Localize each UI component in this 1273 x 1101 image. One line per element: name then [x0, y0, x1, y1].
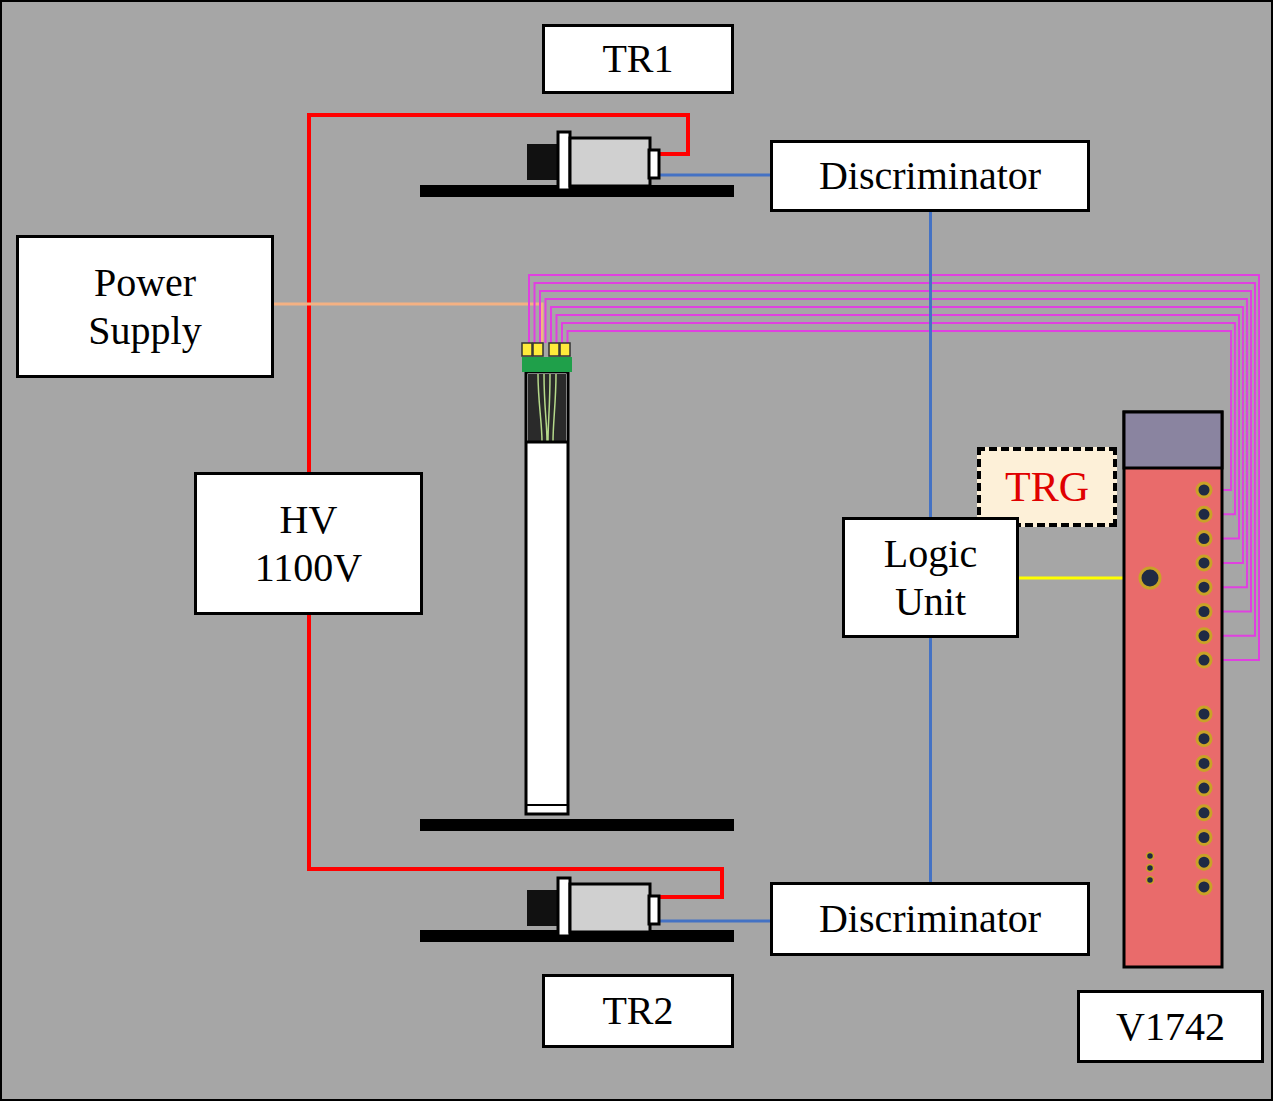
pmt-top [527, 132, 659, 190]
input-socket [1197, 781, 1211, 795]
connector [533, 343, 543, 356]
node-label: Logic Unit [866, 530, 996, 626]
input-socket [1197, 507, 1211, 521]
signal-cable [659, 174, 770, 177]
power-cable [274, 304, 542, 342]
hv-cable [309, 115, 688, 472]
module-label-box: V1742 [1077, 990, 1264, 1063]
input-socket [1197, 806, 1211, 820]
housing-edge [526, 441, 568, 444]
signal-connector [929, 638, 932, 882]
led [1147, 877, 1154, 884]
node-label: Power Supply [80, 259, 210, 355]
trigger-input [1140, 568, 1160, 588]
pmt-bottom [527, 878, 659, 936]
input-socket [1197, 556, 1211, 570]
scintillator-bar [526, 372, 568, 814]
input-socket [1197, 629, 1211, 643]
label-box: TR1 [542, 24, 734, 94]
bar-end-cap [526, 804, 568, 806]
hv-supply-box: HV 1100V [194, 472, 423, 615]
led [1147, 853, 1154, 860]
power-supply-box: Power Supply [16, 235, 274, 378]
input-socket [1197, 707, 1211, 721]
hv-cable [309, 615, 722, 897]
signal-cable [659, 920, 770, 923]
input-socket [1197, 831, 1211, 845]
connector [560, 343, 570, 356]
readout-cable [568, 331, 1232, 490]
input-socket [1197, 483, 1211, 497]
node-label: TRG [1005, 462, 1089, 512]
input-socket [1197, 605, 1211, 619]
input-socket [1197, 532, 1211, 546]
input-socket [1197, 732, 1211, 746]
connector [549, 343, 559, 356]
input-socket [1197, 756, 1211, 770]
input-socket [1197, 580, 1211, 594]
signal-connector [929, 212, 932, 517]
input-sockets [1197, 483, 1211, 894]
led [1147, 865, 1154, 872]
support-bar [420, 819, 734, 831]
node-label: Discriminator [819, 152, 1041, 200]
trigger-cable [1012, 577, 1140, 580]
input-socket [1197, 880, 1211, 894]
wls-fibers [538, 374, 556, 442]
input-socket [1197, 855, 1211, 869]
connector [522, 343, 532, 356]
module-handle [1124, 412, 1222, 468]
node-label: HV 1100V [244, 496, 374, 592]
trigger-callout: TRG [977, 447, 1117, 527]
sipm-board [522, 357, 572, 372]
node-label: V1742 [1116, 1003, 1225, 1051]
input-socket [1197, 653, 1211, 667]
node-label: TR2 [602, 987, 673, 1035]
node-label: TR1 [602, 35, 673, 83]
digitizer-module [1124, 412, 1222, 967]
fiber-housing [528, 374, 566, 442]
discriminator-box: Discriminator [770, 882, 1090, 956]
node-label: Discriminator [819, 895, 1041, 943]
label-box: TR2 [542, 974, 734, 1048]
logic-unit-box: Logic Unit [842, 517, 1019, 638]
discriminator-box: Discriminator [770, 140, 1090, 212]
